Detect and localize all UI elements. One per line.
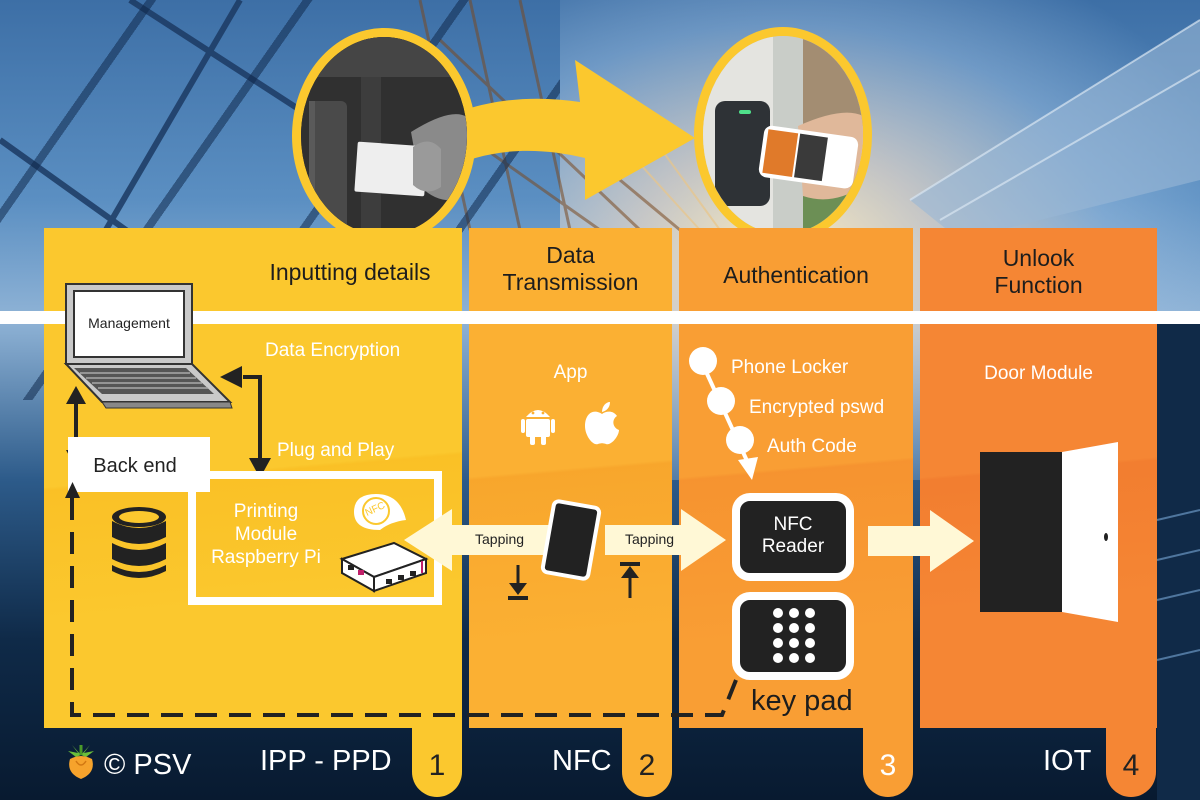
- tap-arrow-right: [605, 509, 726, 571]
- tap-right-label: Tapping: [625, 531, 675, 547]
- keypad-box: [732, 592, 854, 680]
- column-title: Inputting details: [269, 259, 431, 285]
- laptop-icon: [63, 283, 233, 409]
- label-line: Reader: [761, 536, 825, 557]
- label-line: Module: [234, 524, 298, 545]
- step-number: 1: [428, 749, 446, 782]
- step-tab-2: 2: [622, 700, 672, 797]
- phone-reader-photo: [694, 27, 872, 243]
- back-end-box: [68, 437, 210, 492]
- copyright-text: © PSV: [104, 749, 192, 781]
- step-tab-4: 4: [1106, 700, 1156, 797]
- title-line: Function: [994, 272, 1083, 298]
- phone-reader-illustration: [703, 36, 863, 234]
- step-number: 2: [638, 749, 656, 782]
- auth-step-phone-locker: Phone Locker: [731, 357, 849, 378]
- back-end-label: Back end: [93, 455, 177, 477]
- plug-and-play-label: Plug and Play: [277, 440, 395, 461]
- card-reader-illustration: [301, 37, 467, 235]
- title-line: Data: [546, 242, 595, 268]
- column-title: Authentication: [723, 262, 869, 288]
- smartphone-icon: [540, 499, 602, 581]
- auth-step-auth-code: Auth Code: [767, 436, 857, 457]
- laptop-label: Management: [88, 315, 170, 331]
- keypad-label: key pad: [751, 685, 853, 717]
- app-label: App: [553, 362, 588, 383]
- title-line: Unlook: [1002, 245, 1075, 271]
- download-arrow-icon: [508, 565, 528, 600]
- step-number: 4: [1122, 749, 1140, 782]
- raspberry-pi-icon: [339, 541, 429, 593]
- title-line: Transmission: [502, 269, 639, 295]
- tap-arrow-left: [404, 509, 550, 571]
- keypad-dots-icon: [773, 608, 815, 663]
- tap-left-label: Tapping: [475, 531, 525, 547]
- auth-steps-timeline: [689, 347, 758, 480]
- step-1-footer-label: IPP - PPD: [260, 745, 392, 777]
- unlock-arrow-icon: [868, 510, 974, 572]
- step-number: 3: [879, 749, 897, 782]
- apple-icon: [585, 402, 619, 445]
- step-tab-3: 3: [863, 700, 913, 797]
- nfc-badge-icon: [354, 494, 406, 530]
- dashed-connection-line: [65, 482, 738, 717]
- label-line: Raspberry Pi: [211, 547, 321, 568]
- label-line: NFC: [773, 514, 813, 535]
- database-icon: [112, 507, 166, 578]
- card-reader-photo: [292, 28, 476, 244]
- column-title: Data Transmission: [469, 242, 672, 296]
- door-module-label: Door Module: [984, 363, 1093, 384]
- label-line: Printing: [233, 501, 299, 522]
- upload-arrow-icon: [620, 562, 640, 598]
- column-title: Unlook Function: [920, 245, 1157, 299]
- auth-step-encrypted-pswd: Encrypted pswd: [749, 397, 885, 418]
- header-divider: [0, 311, 1200, 324]
- step-2-footer-label: NFC: [552, 745, 612, 777]
- psv-logo-icon: [68, 745, 94, 779]
- open-door-icon: [980, 442, 1118, 622]
- data-encryption-label: Data Encryption: [265, 340, 401, 361]
- printing-module-label: Printing Module Raspberry Pi: [196, 500, 336, 569]
- android-icon: [521, 410, 555, 445]
- flow-arrow-icon: [370, 60, 695, 215]
- step-4-footer-label: IOT: [1043, 745, 1092, 777]
- nfc-reader-box: NFC Reader: [732, 493, 854, 581]
